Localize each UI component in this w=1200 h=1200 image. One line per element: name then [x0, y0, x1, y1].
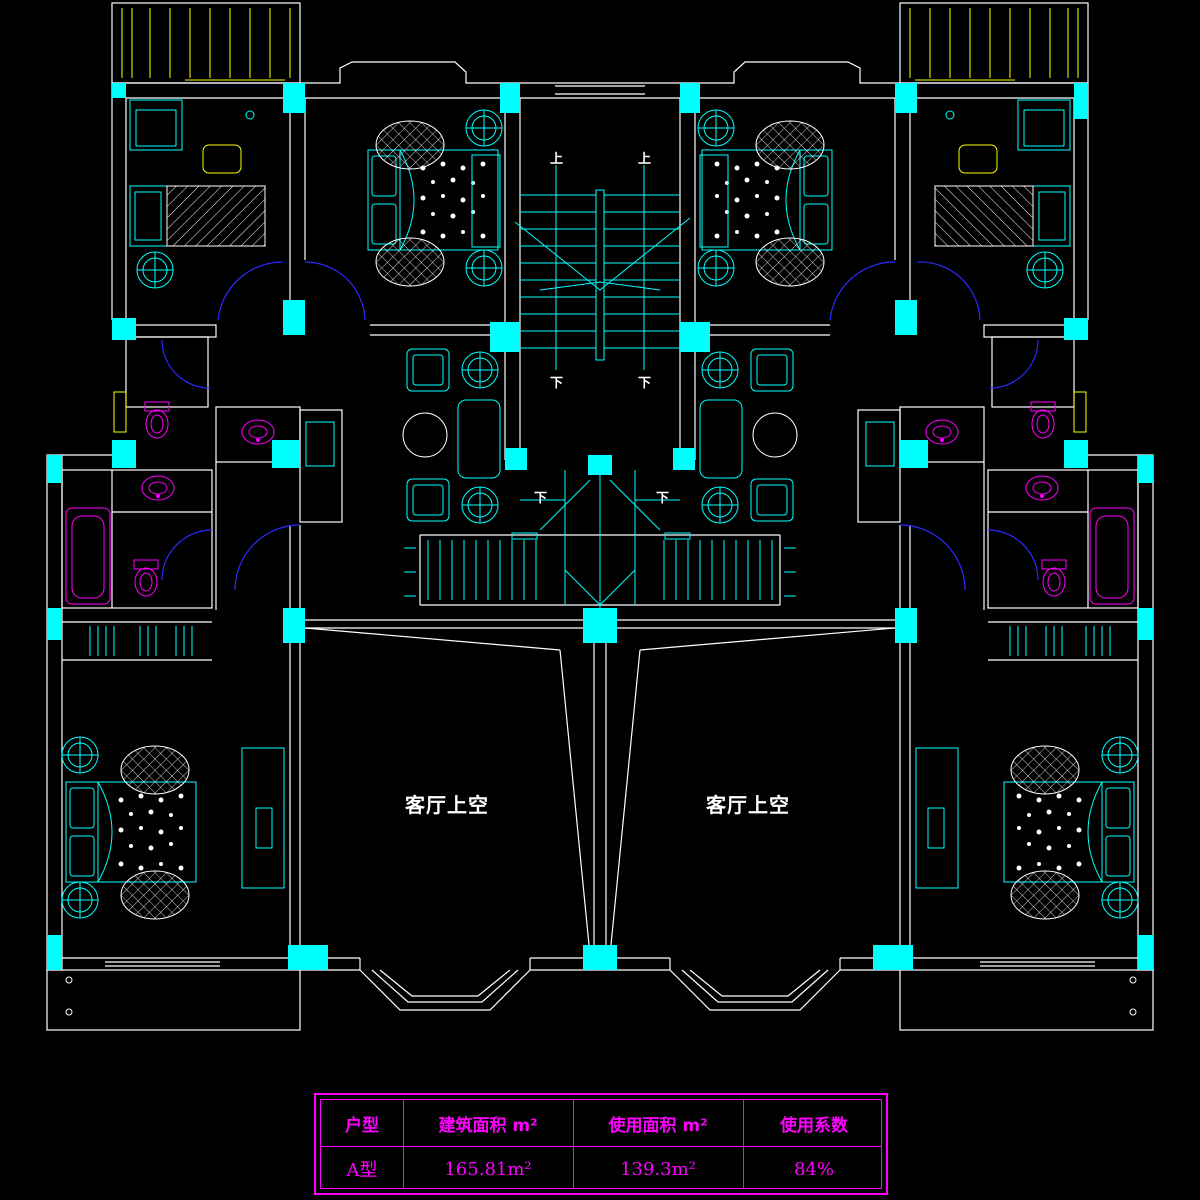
area-summary-table: 户型 建筑面积 m² 使用面积 m² 使用系数 A型 165.81m² 139.…	[314, 1093, 888, 1195]
table-inner-frame: 户型 建筑面积 m² 使用面积 m² 使用系数 A型 165.81m² 139.…	[320, 1099, 882, 1189]
header-usable-area: 使用面积 m²	[608, 1115, 708, 1136]
cell-unit-type: A型	[346, 1160, 378, 1181]
living-room-void-label-left: 客厅上空	[405, 793, 489, 817]
stair-up-label-left: 上	[550, 152, 564, 167]
header-unit-type: 户型	[345, 1115, 379, 1136]
header-usage-ratio: 使用系数	[780, 1115, 848, 1136]
cell-usable-area: 139.3m²	[620, 1158, 696, 1180]
header-building-area: 建筑面积 m²	[438, 1115, 538, 1136]
cell-building-area: 165.81m²	[444, 1158, 532, 1180]
stair-down-label-landing-right: 下	[656, 491, 670, 506]
stair-down-label-landing-left: 下	[534, 491, 548, 506]
living-room-void-label-right: 客厅上空	[706, 793, 790, 817]
cell-usage-ratio: 84%	[793, 1158, 834, 1180]
stair-up-label-right: 上	[638, 152, 652, 167]
stair-down-label-left: 下	[550, 376, 564, 391]
stair-down-label-right: 下	[638, 376, 652, 391]
floor-plan-drawing	[46, 2, 1154, 1031]
